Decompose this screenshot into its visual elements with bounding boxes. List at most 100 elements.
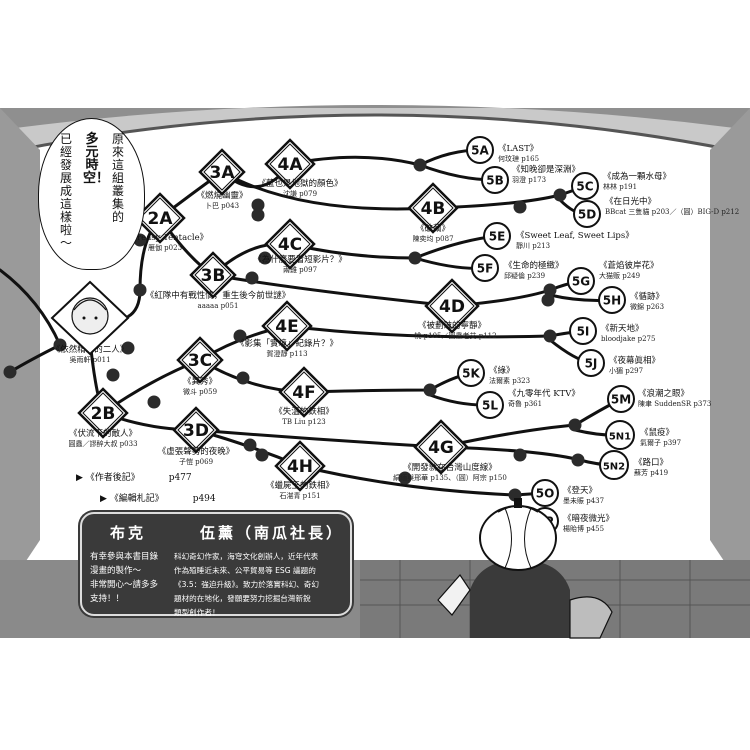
node-diamond-shape bbox=[274, 440, 326, 492]
branch-dot bbox=[571, 453, 585, 467]
node-diamond-inner bbox=[266, 305, 308, 347]
node-id-label: 5N2 bbox=[603, 462, 625, 473]
node-circle-shape bbox=[481, 166, 509, 194]
story-node-5c[interactable]: 5C《成為一顆水母》林林 p191 bbox=[571, 171, 671, 200]
node-id-label: 4D bbox=[439, 297, 465, 317]
story-node-4a[interactable]: 4A《藍也是地獄的顏色》沈謙 p079 bbox=[257, 138, 343, 198]
story-node-5o[interactable]: 5O《登天》墨未賑 p437 bbox=[531, 479, 604, 507]
branch-dot bbox=[408, 251, 422, 265]
branch-dot bbox=[251, 208, 265, 222]
node-id-label: 4A bbox=[278, 155, 304, 175]
node-title: 《LAST》 bbox=[498, 144, 538, 154]
branch-dot bbox=[568, 418, 582, 432]
node-id-label: 5K bbox=[462, 367, 480, 381]
story-node-5l[interactable]: 5L《九零年代 KTV》奇魯 p361 bbox=[476, 388, 580, 419]
node-author-page: 圓蟲／謬醉大叔 p033 bbox=[68, 439, 137, 448]
story-node-4c[interactable]: 4C《為什麼要看短影片？》兩雞 p097 bbox=[253, 218, 347, 274]
branch-dot bbox=[147, 395, 161, 409]
node-diamond-inner bbox=[412, 187, 454, 229]
story-node-5n2[interactable]: 5N2《路口》蘇芳 p419 bbox=[599, 450, 668, 480]
story-node-3a[interactable]: 3A《燃燒幽靈》卜巴 p043 bbox=[196, 148, 248, 210]
node-author-page: 何玟璉 p165 bbox=[498, 154, 539, 163]
node-title: 《路口》 bbox=[634, 457, 668, 468]
story-node-5g[interactable]: 5G《蒼焰彼岸花》大猫贩 p249 bbox=[567, 260, 659, 295]
node-diamond-shape bbox=[176, 336, 224, 384]
branch-dot bbox=[255, 448, 269, 462]
branch-dots bbox=[3, 158, 585, 502]
node-title: 《影集「實境」紀錄片？》 bbox=[236, 338, 338, 349]
node-title: 《燃燒幽靈》 bbox=[196, 190, 247, 201]
node-circle-shape bbox=[567, 267, 595, 295]
node-title: 《被劃破的寧靜》 bbox=[418, 320, 486, 331]
node-diamond-shape bbox=[278, 366, 330, 418]
node-id-label: 5J bbox=[585, 357, 598, 371]
story-node-2b[interactable]: 2B《伏流下的敵人》圓蟲／謬醉大叔 p033 bbox=[68, 387, 138, 448]
node-title: 《生命的極緻》 bbox=[504, 260, 564, 271]
story-node-5a[interactable]: 5A 《LAST》何玟璉 p165 bbox=[466, 136, 539, 164]
branch-line bbox=[194, 428, 443, 449]
node-circle-shape bbox=[598, 286, 626, 314]
story-node-5f[interactable]: 5F《生命的極緻》邱疑倫 p239 bbox=[471, 254, 564, 282]
story-node-5d[interactable]: 5D《在日光中》BBcat 三隻貓 p203／（圓）BIG-D p212 bbox=[573, 196, 739, 228]
story-node-4f[interactable]: 4F《失溫的鉄相》TB Liu p123 bbox=[274, 366, 334, 426]
node-title: 《在日光中》 bbox=[605, 196, 656, 207]
node-title: 《新天地》 bbox=[601, 323, 644, 334]
node-id-label: 3D bbox=[183, 421, 209, 441]
node-diamond-inner bbox=[418, 424, 464, 470]
story-node-4b[interactable]: 4B《破繭》陳奕均 p087 bbox=[407, 182, 459, 243]
node-id-label: 5N1 bbox=[609, 432, 631, 443]
story-node-4g[interactable]: 4G《開發就在台灣山度線》絹緬與邢華 p135、（圓）阿宗 p150 bbox=[393, 419, 507, 482]
node-author-page: 楊貽博 p455 bbox=[563, 524, 604, 533]
node-title: 《夜幕眞相》 bbox=[609, 355, 660, 366]
branch-dot bbox=[245, 271, 259, 285]
node-title: 《九零年代 KTV》 bbox=[508, 388, 580, 399]
story-node-5m[interactable]: 5M《浪潮之眼》陳聿 SuddenSR p373 bbox=[607, 385, 711, 413]
branch-line bbox=[211, 273, 454, 308]
story-node-5i[interactable]: 5I《新天地》bloodjake p275 bbox=[569, 317, 655, 345]
node-circle-shape bbox=[571, 172, 599, 200]
story-node-5e[interactable]: 5E《Sweet Leaf, Sweet Lips》靜川 p213 bbox=[483, 222, 634, 250]
node-id-label: 5G bbox=[572, 275, 590, 289]
editor-bio: 科幻奇幻作家，海穹文化創辦人，近年代表 作為殖睡近未來、公平貿易等 ESG 議題… bbox=[174, 552, 319, 617]
node-title: 《浪潮之眼》 bbox=[638, 388, 689, 399]
branch-line bbox=[285, 324, 585, 339]
node-id-label: 5A bbox=[471, 144, 489, 158]
story-node-3d[interactable]: 3D《虛張聲勢的夜晚》子愷 p069 bbox=[158, 406, 235, 466]
node-author-page: 沈謙 p079 bbox=[283, 189, 317, 198]
node-title: 《異秀》 bbox=[183, 376, 217, 387]
story-node-3c[interactable]: 3C《異秀》微斗 p059 bbox=[176, 336, 224, 396]
story-node-2a[interactable]: 2A《Greasy Tentacle》雁伽 p023 bbox=[122, 192, 208, 252]
story-node-4h[interactable]: 4H《蠟屍王的鉄相》石湛青 p151 bbox=[266, 440, 334, 500]
node-diamond-inner bbox=[194, 256, 232, 294]
story-node-4e[interactable]: 4E《影集「實境」紀錄片？》賀澄靜 p113 bbox=[236, 300, 338, 358]
editor-notes-link[interactable]: ▶ 《編輯札記》 p494 bbox=[100, 491, 216, 504]
node-author-page: 一桃 p105／圓蟲老艾 p112 bbox=[407, 331, 496, 340]
story-node-5h[interactable]: 5H《循跡》微錦 p263 bbox=[598, 286, 664, 314]
node-id-label: 5L bbox=[482, 399, 498, 413]
node-diamond-shape bbox=[413, 419, 469, 475]
story-node-5n1[interactable]: 5N1《鼠疫》氣爾子 p397 bbox=[605, 420, 681, 450]
node-author-page: 賀澄靜 p113 bbox=[266, 349, 307, 358]
node-author-page: BBcat 三隻貓 p203／（圓）BIG-D p212 bbox=[605, 207, 739, 216]
node-diamond-shape bbox=[264, 138, 316, 190]
node-author-page: TB Liu p123 bbox=[282, 418, 326, 426]
credits-panel: 布克 伍薰（南瓜社長） 有幸參與本書目錄 漫畫的製作～ 非常開心～請多多 支持！… bbox=[80, 512, 352, 617]
story-node-5k[interactable]: 5K《綠》法爾素 p323 bbox=[457, 359, 530, 387]
node-author-page: 林林 p191 bbox=[603, 182, 637, 191]
speech-bubble: 原來這組叢集的 多元時空！ 已經發展成這樣啦～ bbox=[38, 118, 145, 270]
story-node-5j[interactable]: 5J《夜幕眞相》小猸 p297 bbox=[577, 349, 660, 377]
node-diamond-inner bbox=[283, 371, 325, 413]
node-author-page: 石湛青 p151 bbox=[279, 491, 320, 500]
story-node-4d[interactable]: 4D 《被劃破的寧靜》一桃 p105／圓蟲老艾 p112 bbox=[407, 278, 497, 340]
branch-dot bbox=[541, 293, 555, 307]
node-author-page: 法爾素 p323 bbox=[489, 376, 530, 385]
author-afterword-link[interactable]: ▶ 《作者後記》 p477 bbox=[76, 470, 192, 483]
story-node-5b[interactable]: 5B《知晚卻是深淵》羽澄 p173 bbox=[481, 164, 580, 194]
node-author-page: 微斗 p059 bbox=[183, 387, 217, 396]
branch-dot bbox=[513, 200, 527, 214]
node-title: 《蒼焰彼岸花》 bbox=[599, 260, 659, 271]
node-id-label: 3B bbox=[201, 266, 226, 286]
story-node-3b[interactable]: 3B《紅隊中有戰性情，重生後今前世謎》aaaaa p051 bbox=[146, 251, 291, 310]
